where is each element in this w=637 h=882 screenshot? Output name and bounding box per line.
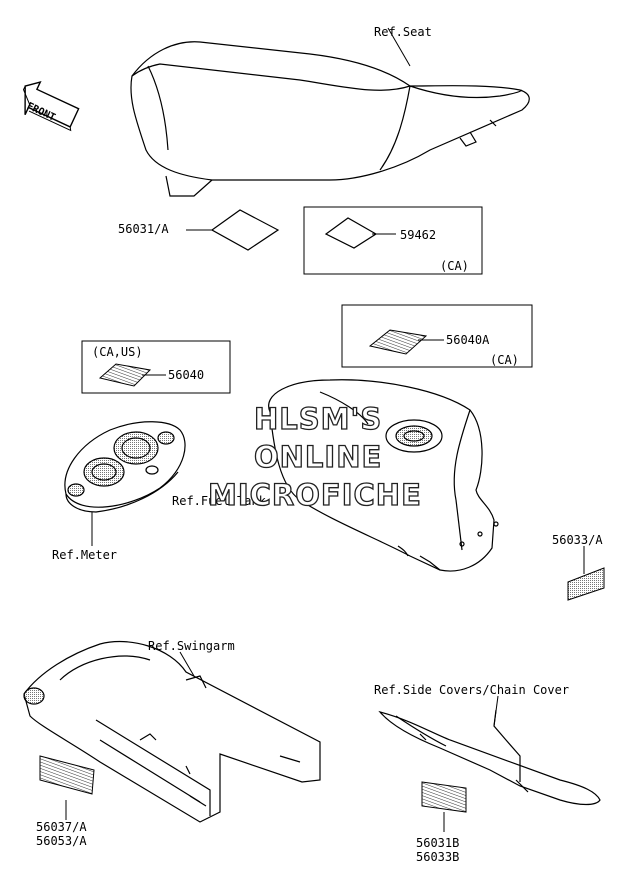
fuel-tank-illustration: [268, 379, 499, 572]
part-number-56033B: 56033B: [416, 850, 460, 864]
part-number-56031B: 56031B: [416, 836, 460, 850]
meter-illustration: [64, 421, 186, 513]
region-label-59462: (CA): [440, 259, 469, 273]
part-number-56033A: 56033/A: [552, 533, 603, 547]
decal-56031A-illustration: [186, 209, 280, 251]
part-number-56053A: 56053/A: [36, 834, 87, 848]
decal-56031B-illustration: [421, 781, 467, 832]
ref-swingarm-label: Ref.Swingarm: [148, 639, 235, 653]
seat-illustration: [130, 41, 530, 197]
part-number-59462: 59462: [400, 228, 437, 242]
watermark-line-3: MICROFICHE: [207, 478, 422, 512]
decal-56033A-illustration: [567, 546, 605, 601]
watermark-line-1: HLSM'S: [253, 402, 383, 436]
region-label-56040: (CA,US): [92, 345, 143, 359]
decal-56040-box: [81, 340, 231, 394]
decal-56040A-box: [341, 304, 533, 368]
part-number-56037A: 56037/A: [36, 820, 87, 834]
chain-cover-illustration: [378, 709, 601, 806]
decal-56037A-illustration: [39, 755, 95, 820]
ref-seat-label: Ref.Seat: [374, 25, 432, 39]
ref-meter-label: Ref.Meter: [52, 548, 118, 562]
decal-59462-box: [303, 206, 483, 275]
ref-side-covers-label: Ref.Side Covers/Chain Cover: [374, 683, 570, 697]
part-number-56031A: 56031/A: [118, 222, 169, 236]
swingarm-illustration: [23, 640, 321, 823]
region-label-56040A: (CA): [490, 353, 519, 367]
part-number-56040: 56040: [168, 368, 205, 382]
ref-fuel-tank-label: Ref.Fuel Tank: [172, 494, 266, 508]
front-arrow-icon: [22, 81, 80, 132]
watermark-line-2: ONLINE: [253, 440, 383, 474]
part-number-56040A: 56040A: [446, 333, 490, 347]
